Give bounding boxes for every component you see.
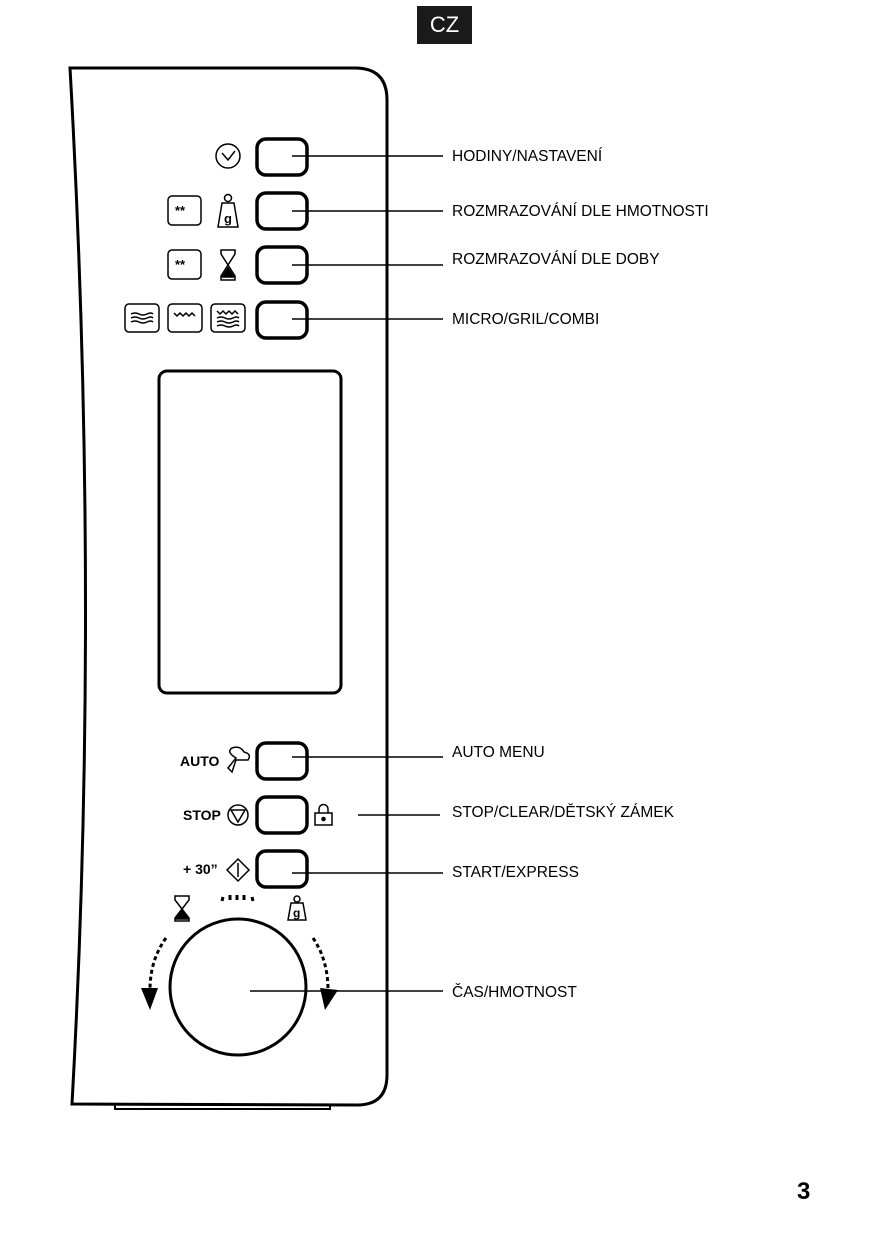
lock-icon [314, 803, 333, 826]
microwave-icon [124, 303, 160, 333]
rotate-right-arrow-icon [311, 937, 330, 991]
plus30-label: + 30” [183, 861, 218, 877]
stop-label: STOP [183, 807, 221, 823]
svg-text:**: ** [175, 257, 186, 272]
hourglass-icon [174, 895, 190, 922]
auto-label: AUTO [180, 753, 220, 769]
language-tag: CZ [417, 6, 472, 44]
stop-icon [227, 804, 249, 826]
label-auto-menu: AUTO MENU [452, 744, 545, 761]
display-window [157, 369, 343, 695]
auto-menu-icon [226, 746, 251, 774]
grill-icon [167, 303, 203, 333]
label-dial: ČAS/HMOTNOST [452, 984, 577, 1001]
dial-scale-marks [220, 895, 255, 902]
stop-button [255, 795, 309, 835]
svg-text:g: g [224, 211, 232, 226]
svg-text:g: g [293, 906, 300, 920]
clock-icon [215, 143, 241, 169]
svg-text:**: ** [175, 203, 186, 218]
panel-outline [68, 66, 389, 1107]
hourglass-icon [220, 249, 236, 281]
time-weight-dial [168, 917, 308, 1057]
defrost-icon: ** ** [167, 195, 202, 280]
clock-button [255, 137, 309, 177]
start-button [255, 849, 309, 889]
label-start: START/EXPRESS [452, 864, 579, 881]
weight-icon: g [217, 193, 239, 228]
micro-grill-combi-button [255, 300, 309, 340]
label-defrost-weight: ROZMRAZOVÁNÍ DLE HMOTNOSTI [452, 203, 709, 220]
combi-icon [210, 303, 246, 333]
rotate-left-arrow-icon [148, 937, 168, 991]
auto-menu-button [255, 741, 309, 781]
label-stop: STOP/CLEAR/DĚTSKÝ ZÁMEK [452, 804, 674, 821]
label-defrost-time: ROZMRAZOVÁNÍ DLE DOBY [452, 251, 660, 268]
label-clock: HODINY/NASTAVENÍ [452, 148, 603, 165]
label-micro-grill-combi: MICRO/GRIL/COMBI [452, 311, 600, 328]
weight-icon: g [287, 895, 307, 921]
start-icon [225, 857, 251, 883]
page-number: 3 [797, 1178, 811, 1205]
